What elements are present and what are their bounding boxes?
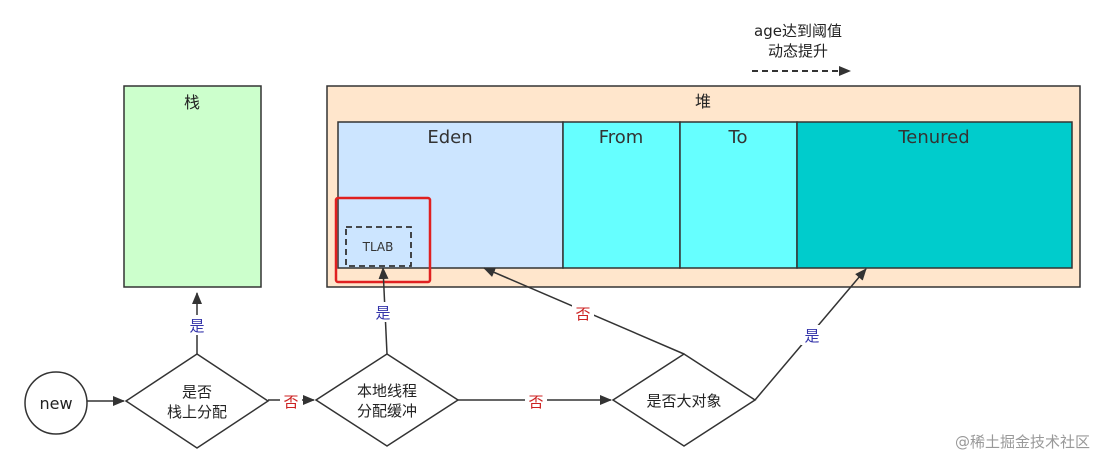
eden-label: Eden	[427, 127, 472, 148]
tlab-label: TLAB	[362, 240, 394, 254]
new-node	[24, 371, 88, 435]
label-to-eden-no: 否	[575, 305, 590, 323]
legend-line2: 动态提升	[768, 42, 828, 60]
stack-check-diamond	[124, 353, 270, 449]
watermark: @稀土掘金技术社区	[955, 433, 1090, 451]
tlab-check-line1: 本地线程	[357, 382, 417, 400]
to-region	[679, 121, 798, 269]
to-label: To	[728, 127, 748, 148]
flow: new 是否 栈上分配 本地线程 分配缓冲 是否大对象 是 是 否 是 否 否	[24, 267, 867, 449]
tlab-check-diamond	[314, 353, 460, 447]
heap-box: 堆 Eden From To Tenured TLAB	[326, 85, 1081, 288]
big-object-label: 是否大对象	[646, 392, 721, 410]
tenured-region	[796, 121, 1073, 269]
tlab-check-line2: 分配缓冲	[357, 402, 417, 420]
stack-check-line1: 是否	[182, 383, 212, 401]
new-label: new	[39, 394, 72, 413]
legend-line1: age达到阈值	[754, 22, 842, 40]
legend: age达到阈值 动态提升	[752, 22, 851, 76]
label-tlab-no: 否	[528, 393, 543, 411]
from-label: From	[599, 127, 644, 148]
label-stack-no: 否	[283, 393, 298, 411]
tenured-label: Tenured	[897, 127, 969, 148]
label-to-stack-yes: 是	[189, 317, 204, 335]
big-object-diamond	[611, 353, 757, 447]
heap-title: 堆	[695, 92, 711, 111]
stack-check-line2: 栈上分配	[167, 403, 227, 421]
label-to-tlab-yes: 是	[375, 304, 390, 322]
label-to-tenured-yes: 是	[804, 327, 819, 345]
stack-title: 栈	[184, 93, 200, 112]
tlab-box	[345, 226, 412, 267]
stack-box: 栈	[123, 85, 262, 288]
eden-region	[337, 121, 564, 269]
